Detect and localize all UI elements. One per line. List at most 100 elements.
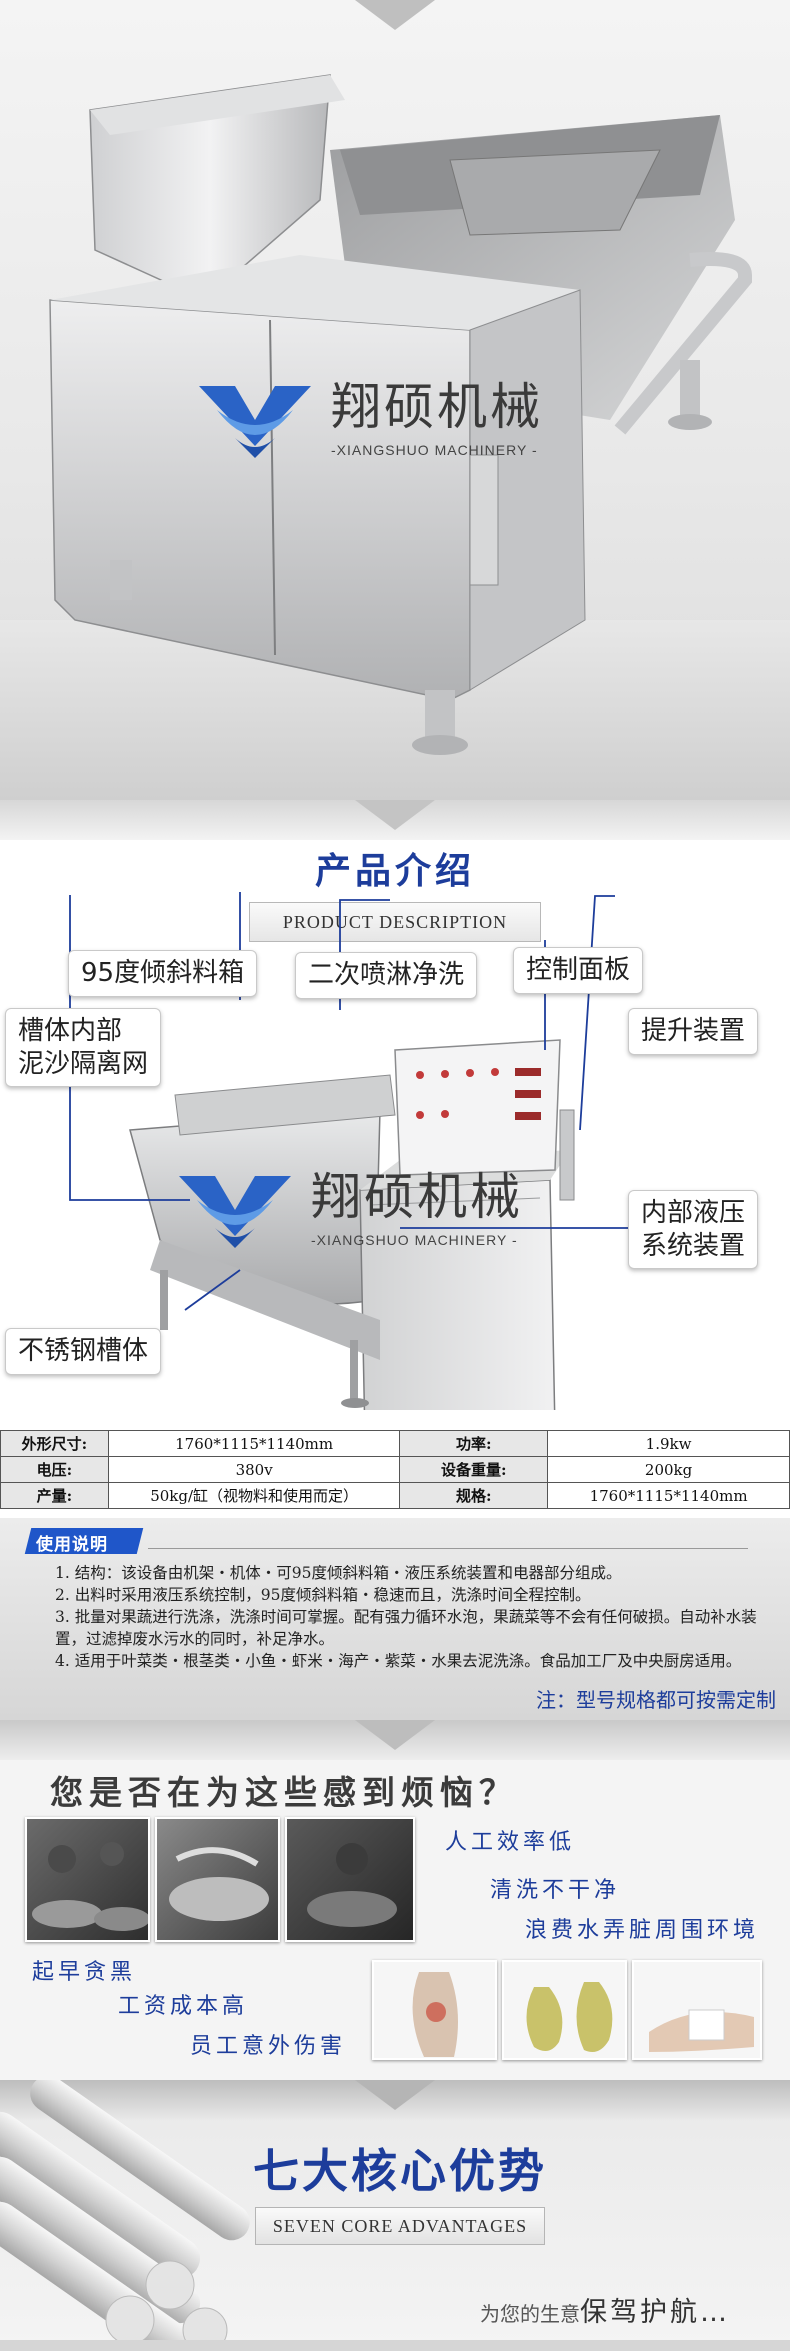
- spec-value: 380v: [107, 1456, 401, 1483]
- product-description-section: 产品介绍 PRODUCT DESCRIPTION: [0, 800, 790, 1410]
- usage-tag: 使用说明: [36, 1535, 108, 1555]
- usage-list: 1. 结构：该设备由机架・机体・可95度倾斜料箱・液压系统装置和电器部分组成。 …: [55, 1562, 775, 1672]
- callout-hydraulic: 内部液压 系统装置: [628, 1190, 759, 1269]
- photo-manual-washing: [25, 1817, 150, 1942]
- spec-value: 50kg/缸（视物料和使用而定）: [107, 1482, 401, 1509]
- callout-tilt-box: 95度倾斜料箱: [68, 950, 258, 997]
- steel-rods: [0, 2080, 250, 2351]
- spec-value: 1760*1115*1140mm: [547, 1482, 790, 1509]
- photo-content: [169, 1847, 269, 1921]
- spec-label: 规格:: [399, 1482, 549, 1509]
- brand-name-cn: 翔硕机械: [311, 1168, 523, 1226]
- brand-logo-icon: [179, 1176, 291, 1248]
- worry-item: 起早贪黑: [32, 1960, 137, 1985]
- specs-section: 外形尺寸: 1760*1115*1140mm 功率: 1.9kw 电压: 380…: [0, 1410, 790, 1518]
- hero-door-seam: [269, 319, 276, 656]
- adv-slogan-prefix: 为您的生意: [480, 2302, 580, 2326]
- photo-content: [412, 1972, 458, 2057]
- pd-tank-lid: [174, 1074, 396, 1136]
- list-item: 4. 适用于叶菜类・根茎类・小鱼・虾米・海产・紫菜・水果去泥洗涤。食品加工厂及中…: [55, 1652, 742, 1670]
- worry-item: 人工效率低: [445, 1830, 576, 1855]
- hero-section: 翔硕机械 -XIANGSHUO MACHINERY -: [0, 0, 790, 800]
- hero-cabinet-top: [50, 255, 580, 330]
- hero-cabinet: [49, 299, 471, 701]
- photo-content: [307, 1843, 397, 1927]
- list-item: 3. 批量对果蔬进行洗涤，洗涤时间可掌握。配有强力循环水泡，果蔬菜等不会有任何破…: [55, 1608, 757, 1648]
- usage-divider: [148, 1548, 748, 1549]
- pd-cabinet: [359, 1179, 556, 1410]
- usage-note: 注：型号规格都可按需定制: [536, 1688, 776, 1712]
- adv-bottom-strip: [0, 2340, 790, 2351]
- table-row: 外形尺寸: 1760*1115*1140mm 功率: 1.9kw: [0, 1430, 790, 1457]
- photo-injured-hand: [632, 1960, 762, 2060]
- list-item: 2. 出料时采用液压系统控制，95度倾斜料箱・稳速而且，洗涤时间全程控制。: [55, 1586, 591, 1604]
- hero-tilt-box-top: [90, 75, 345, 135]
- hero-foot-front: [412, 735, 468, 755]
- brand-name-en: -XIANGSHUO MACHINERY -: [311, 1232, 518, 1248]
- spec-value: 1.9kw: [547, 1430, 790, 1457]
- spec-table: 外形尺寸: 1760*1115*1140mm 功率: 1.9kw 电压: 380…: [0, 1430, 790, 1509]
- pd-title-block: 产品介绍 PRODUCT DESCRIPTION: [245, 842, 545, 952]
- pd-lift-arm: [559, 1109, 575, 1201]
- callout-lift: 提升装置: [628, 1008, 759, 1055]
- adv-slogan: 为您的生意保驾护航…: [480, 2290, 730, 2329]
- photo-kitchen-washing: [285, 1817, 415, 1942]
- worries-title: 您是否在为这些感到烦恼？: [50, 1773, 518, 1812]
- spec-value: 1760*1115*1140mm: [107, 1430, 401, 1457]
- spec-label: 产量:: [0, 1482, 109, 1509]
- spec-label: 功率:: [399, 1430, 549, 1457]
- pd-leg-left: [160, 1270, 168, 1330]
- pd-title-en-box: PRODUCT DESCRIPTION: [249, 902, 541, 942]
- adv-rods-illustration: [0, 2080, 435, 2351]
- callout-tank: 不锈钢槽体: [5, 1328, 162, 1375]
- spec-label: 设备重量:: [399, 1456, 549, 1483]
- adv-title-cn: 七大核心优势: [253, 2144, 547, 2198]
- list-item: 1. 结构：该设备由机架・机体・可95度倾斜料箱・液压系统装置和电器部分组成。: [55, 1564, 622, 1582]
- hero-pipe: [614, 252, 752, 435]
- pd-machine-illustration: [69, 892, 628, 1410]
- usage-section: 使用说明 1. 结构：该设备由机架・机体・可95度倾斜料箱・液压系统装置和电器部…: [0, 1518, 790, 1720]
- hero-basket: [449, 149, 661, 236]
- table-row: 电压: 380v 设备重量: 200kg: [0, 1456, 790, 1483]
- callout-control-panel: 控制面板: [513, 947, 644, 994]
- photo-content: [649, 2009, 754, 2052]
- adv-title-en-box: SEVEN CORE ADVANTAGES: [255, 2207, 545, 2245]
- pd-control-panel: [394, 1039, 561, 1176]
- worry-item: 清洗不干净: [490, 1878, 621, 1903]
- pd-frame: [150, 1240, 380, 1360]
- pd-notch: [355, 800, 435, 830]
- brand-logo-icon: [199, 386, 311, 458]
- pd-watermark: 翔硕机械 -XIANGSHUO MACHINERY -: [175, 1170, 523, 1250]
- brand-name-cn: 翔硕机械: [331, 378, 543, 436]
- pd-title-cn: 产品介绍: [314, 851, 475, 892]
- worries-notch: [355, 1720, 435, 1750]
- photo-money-pears: [502, 1960, 627, 2060]
- brand-name-en: -XIANGSHUO MACHINERY -: [331, 442, 538, 458]
- hero-drain-pipe: [469, 454, 499, 586]
- adv-notch: [355, 2080, 435, 2110]
- worries-section: 您是否在为这些感到烦恼？ 人工效率低 清洗不干净 浪费水弄脏周围环境 起早贪黑 …: [0, 1720, 790, 2080]
- callout-sediment-net: 槽体内部 泥沙隔离网: [5, 1008, 162, 1087]
- adv-title-en: SEVEN CORE ADVANTAGES: [272, 2215, 528, 2236]
- table-row: 产量: 50kg/缸（视物料和使用而定） 规格: 1760*1115*1140m…: [0, 1482, 790, 1509]
- spec-value: 200kg: [547, 1456, 790, 1483]
- photo-back-pain: [372, 1960, 497, 2060]
- spec-label: 外形尺寸:: [0, 1430, 109, 1457]
- spec-label: 电压:: [0, 1456, 109, 1483]
- worry-item: 员工意外伤害: [190, 2034, 347, 2059]
- hero-foot-right: [668, 414, 712, 430]
- adv-title-block: 七大核心优势 SEVEN CORE ADVANTAGES: [240, 2135, 560, 2245]
- adv-slogan-main: 保驾护航…: [580, 2297, 730, 2328]
- worry-item: 工资成本高: [118, 1994, 249, 2019]
- photo-content: [32, 1842, 148, 1931]
- hero-watermark: 翔硕机械 -XIANGSHUO MACHINERY -: [195, 380, 543, 460]
- hero-leg-right: [680, 360, 700, 420]
- advantages-section: 七大核心优势 SEVEN CORE ADVANTAGES 为您的生意保驾护航…: [0, 2080, 790, 2351]
- pd-foot: [341, 1398, 369, 1408]
- pd-cabinet-trim: [369, 1197, 541, 1206]
- worry-item: 浪费水弄脏周围环境: [525, 1918, 760, 1943]
- hero-notch: [355, 0, 435, 30]
- callout-spray: 二次喷淋净洗: [295, 952, 478, 999]
- photo-content: [526, 1982, 613, 2053]
- hero-machine-illustration: [49, 0, 752, 755]
